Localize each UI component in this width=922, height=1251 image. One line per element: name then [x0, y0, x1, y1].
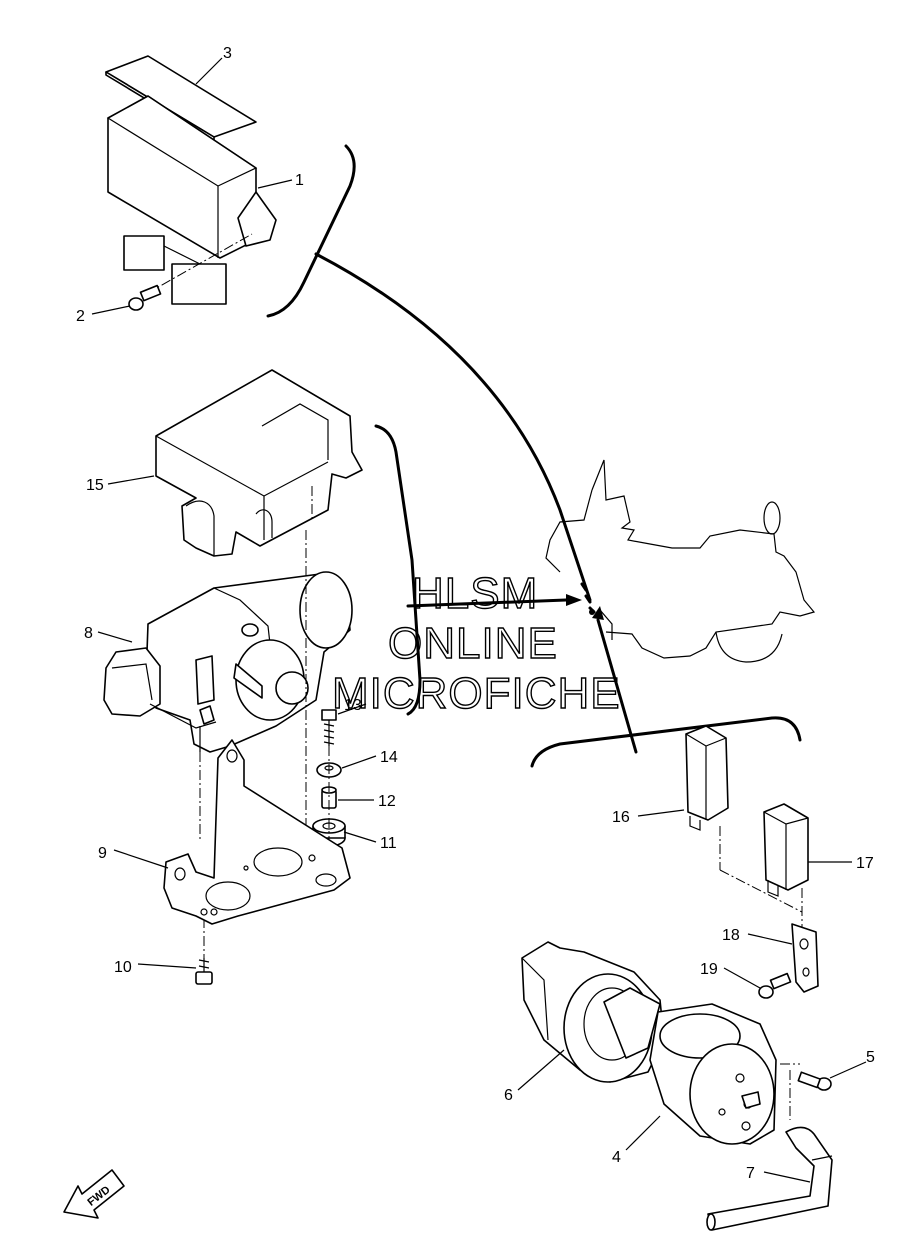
callout-10: 10	[114, 959, 132, 976]
motorcycle-silhouette	[545, 459, 816, 663]
fwd-arrow-badge: FWD	[63, 1169, 125, 1219]
part-16-relay	[685, 725, 729, 831]
watermark-line-2: ONLINE	[388, 619, 558, 668]
bracket-lower-right	[530, 716, 802, 768]
part-5-screw	[797, 1071, 832, 1091]
leader-lines	[91, 57, 867, 1183]
part-15-cover	[155, 369, 363, 557]
part-17-relay	[763, 803, 809, 897]
callout-3: 3	[223, 45, 232, 62]
part-8-actuator	[103, 571, 353, 753]
part-2-screw	[128, 284, 162, 311]
callout-11: 11	[380, 835, 397, 852]
callout-7: 7	[746, 1165, 755, 1182]
part-1-control-unit	[106, 95, 277, 305]
callout-5: 5	[866, 1049, 875, 1066]
part-10-bolt	[195, 958, 213, 985]
part-12-collar	[321, 786, 337, 809]
callout-4: 4	[612, 1149, 621, 1166]
callout-13: 13	[344, 697, 362, 714]
callout-9: 9	[98, 845, 107, 862]
part-9-bracket-plate	[163, 739, 351, 925]
callout-12: 12	[378, 793, 396, 810]
alignment-lines-right	[719, 826, 803, 1120]
callout-17: 17	[856, 855, 874, 872]
callout-6: 6	[504, 1087, 513, 1104]
callout-19: 19	[700, 961, 718, 978]
pointer-lines	[314, 252, 638, 754]
bracket-middle	[374, 424, 422, 716]
watermark-line-1: HLSM	[412, 569, 538, 618]
callout-16: 16	[612, 809, 630, 826]
callout-1: 1	[295, 172, 304, 189]
callout-14: 14	[380, 749, 398, 766]
part-6-cover	[521, 941, 665, 1083]
callout-labels: 3 1 2 15 8 13 14 12 11 9 10 16 17 18 19 …	[76, 45, 875, 1182]
part-13-bolt	[321, 709, 337, 746]
part-19-screw	[758, 972, 792, 999]
bracket-upper	[266, 144, 356, 318]
callout-15: 15	[86, 477, 104, 494]
watermark: HLSM ONLINE MICROFICHE	[331, 568, 621, 718]
callout-18: 18	[722, 927, 740, 944]
callout-2: 2	[76, 308, 85, 325]
watermark-line-3: MICROFICHE	[332, 669, 621, 718]
part-18-stay	[791, 923, 819, 993]
part-4-buzzer	[649, 1003, 777, 1145]
part-7-hose	[706, 1126, 833, 1231]
callout-8: 8	[84, 625, 93, 642]
